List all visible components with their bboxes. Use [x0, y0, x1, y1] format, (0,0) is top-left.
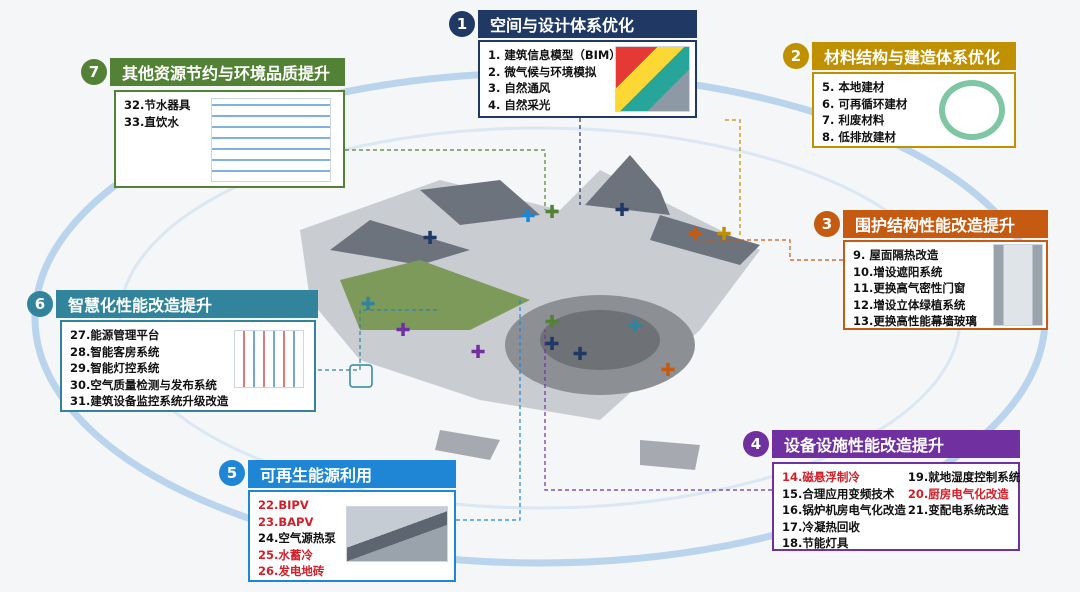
list-item: 19.就地湿度控制系统: [907, 470, 1021, 484]
section-2-box: 5. 本地建材 6. 可再循环建材 7. 利废材料 8. 低排放建材: [812, 72, 1016, 148]
list-item: 1. 建筑信息模型（BIM）: [488, 48, 621, 62]
section-3-number: 3: [814, 211, 840, 237]
facade-section-image: [993, 244, 1043, 326]
section-6-number: 6: [27, 291, 53, 317]
list-item: 8. 低排放建材: [822, 129, 896, 144]
list-item: 11.更换高气密性门窗: [853, 281, 966, 295]
section-7-box: 32.节水器具 33.直饮水: [114, 90, 345, 188]
section-6-box: 27.能源管理平台 28.智能客房系统 29.智能灯控系统 30.空气质量检测与…: [60, 320, 316, 412]
list-item: 3. 自然通风: [488, 81, 551, 95]
section-3-box: 9. 屋面隔热改造 10.增设遮阳系统 11.更换高气密性门窗 12.增设立体绿…: [843, 240, 1048, 330]
list-item: 23.BAPV: [258, 514, 314, 529]
section-5-number: 5: [219, 460, 245, 486]
section-7-number: 7: [81, 59, 107, 85]
section-4-box: 14.磁悬浮制冷 15.合理应用变频技术 16.锅炉机房电气化改造 17.冷凝热…: [772, 462, 1020, 551]
list-item: 20.厨房电气化改造: [907, 486, 1009, 501]
svg-text:✚: ✚: [544, 334, 559, 355]
list-item: 9. 屋面隔热改造: [853, 248, 939, 262]
bim-model-image: [615, 46, 690, 112]
list-item: 14.磁悬浮制冷: [782, 470, 860, 484]
list-item: 5. 本地建材: [822, 80, 885, 94]
section-5-title: 可再生能源利用: [248, 460, 456, 488]
list-item: 12.增设立体绿植系统: [853, 297, 966, 312]
smart-system-diagram: [234, 330, 304, 388]
section-2-number: 2: [783, 43, 809, 69]
svg-text:✚: ✚: [520, 206, 535, 227]
section-3-title: 围护结构性能改造提升: [843, 210, 1048, 238]
section-1-title: 空间与设计体系优化: [478, 10, 697, 38]
section-4-number: 4: [743, 431, 769, 457]
section-5-box: 22.BIPV 23.BAPV 24.空气源热泵 25.水蓄冷 26.发电地砖: [248, 490, 456, 582]
list-item: 2. 微气候与环境模拟: [488, 64, 597, 79]
svg-text:✚: ✚: [660, 360, 675, 381]
list-item: 28.智能客房系统: [70, 344, 160, 359]
section-1-box: 1. 建筑信息模型（BIM） 2. 微气候与环境模拟 3. 自然通风 4. 自然…: [478, 40, 697, 118]
svg-text:✚: ✚: [614, 200, 629, 221]
svg-text:✚: ✚: [572, 344, 587, 365]
svg-text:✚: ✚: [687, 224, 702, 245]
list-item: 13.更换高性能幕墙玻璃: [853, 314, 977, 328]
list-item: 24.空气源热泵: [258, 531, 336, 545]
lawn: [340, 260, 530, 330]
svg-text:✚: ✚: [544, 202, 559, 223]
list-item: 33.直饮水: [124, 114, 179, 129]
list-item: 6. 可再循环建材: [822, 96, 908, 111]
list-item: 31.建筑设备监控系统升级改造: [70, 394, 229, 408]
section-1-number: 1: [449, 11, 475, 37]
list-item: 26.发电地砖: [258, 564, 325, 578]
recycle-diagram-image: [939, 80, 1005, 140]
list-item: 30.空气质量检测与发布系统: [70, 377, 217, 392]
list-item: 10.增设遮阳系统: [853, 264, 943, 279]
list-item: 21.变配电系统改造: [907, 503, 1009, 517]
section-2-title: 材料结构与建造体系优化: [812, 42, 1016, 70]
list-item: 17.冷凝热回收: [782, 519, 860, 534]
svg-text:✚: ✚: [627, 316, 642, 337]
list-item: 15.合理应用变频技术: [782, 486, 895, 501]
svg-text:✚: ✚: [422, 228, 437, 249]
svg-text:✚: ✚: [716, 224, 731, 245]
svg-text:✚: ✚: [470, 342, 485, 363]
svg-text:✚: ✚: [544, 312, 559, 333]
section-6-title: 智慧化性能改造提升: [56, 290, 318, 318]
list-item: 4. 自然采光: [488, 97, 551, 112]
list-item: 27.能源管理平台: [70, 328, 160, 342]
section-7-title: 其他资源节约与环境品质提升: [110, 58, 345, 86]
list-item: 32.节水器具: [124, 98, 191, 112]
section-4-title: 设备设施性能改造提升: [772, 430, 1020, 458]
list-item: 22.BIPV: [258, 498, 309, 512]
water-system-diagram: [211, 98, 331, 182]
list-item: 29.智能灯控系统: [70, 361, 160, 375]
svg-text:✚: ✚: [360, 294, 375, 315]
list-item: 16.锅炉机房电气化改造: [782, 503, 906, 517]
list-item: 7. 利废材料: [822, 113, 885, 127]
list-item: 25.水蓄冷: [258, 547, 313, 562]
svg-text:✚: ✚: [395, 320, 410, 341]
list-item: 18.节能灯具: [782, 536, 849, 550]
pv-paving-image: [346, 506, 448, 562]
